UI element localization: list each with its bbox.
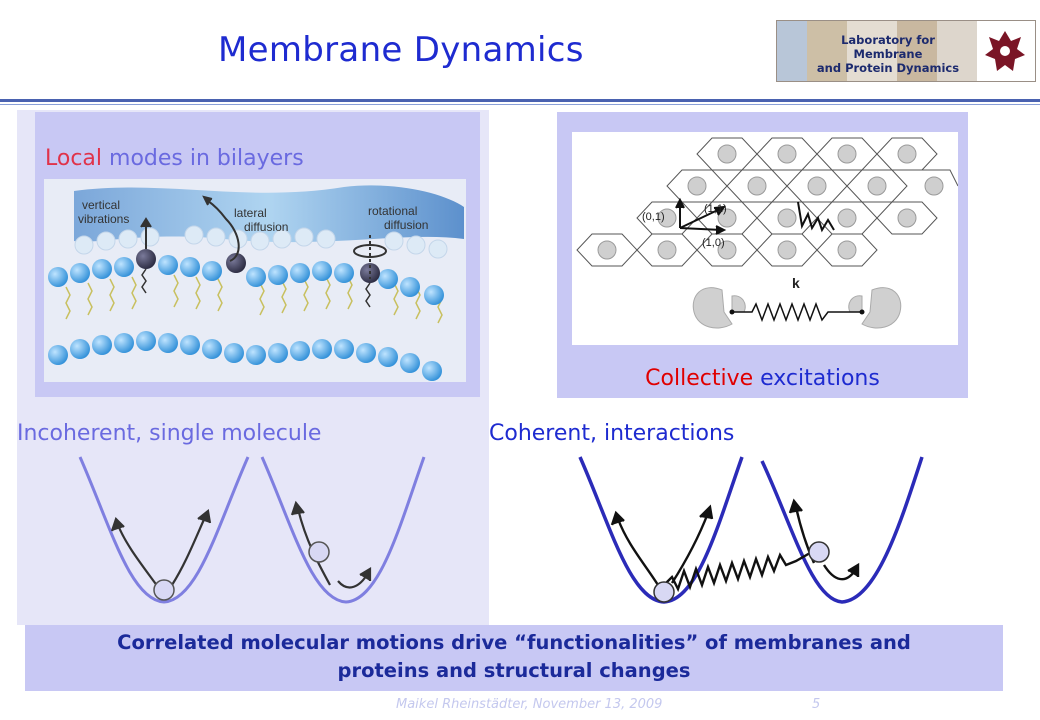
logo-line-1: Laboratory for Membrane bbox=[841, 33, 935, 61]
collective-highlight: Collective bbox=[645, 366, 754, 391]
protein-blobs bbox=[597, 144, 944, 260]
bottom-leaflet bbox=[48, 331, 442, 381]
slide-title: Membrane Dynamics bbox=[218, 30, 584, 70]
vec-10: (1,0) bbox=[702, 237, 725, 249]
label-lateral-2: diffusion bbox=[244, 220, 288, 234]
hex-lattice bbox=[576, 137, 958, 267]
collective-caption-rest: excitations bbox=[753, 366, 880, 391]
label-vertical-2: vibrations bbox=[78, 212, 129, 226]
incoherent-label: Incoherent, single molecule bbox=[17, 421, 322, 446]
page-number: 5 bbox=[812, 697, 821, 712]
spring-coupling bbox=[663, 551, 811, 593]
coupled-particle-right bbox=[808, 541, 830, 563]
label-lateral-1: lateral bbox=[234, 206, 267, 220]
well-right bbox=[260, 456, 426, 604]
lattice-vectors bbox=[675, 197, 835, 235]
summary-box: Correlated molecular motions drive “func… bbox=[25, 625, 1003, 691]
coupled-well-left bbox=[578, 456, 744, 604]
label-rotational-1: rotational bbox=[368, 204, 417, 218]
protein-pair bbox=[692, 287, 902, 329]
local-caption-rest: modes in bilayers bbox=[102, 146, 304, 171]
incoherent-wells bbox=[78, 456, 426, 604]
k-label: k bbox=[792, 275, 800, 291]
label-vertical-1: vertical bbox=[82, 198, 120, 212]
bilayer-figure: vertical vibrations lateral diffusion ro… bbox=[44, 179, 466, 382]
back-row bbox=[74, 225, 448, 259]
coupled-particle-left bbox=[653, 581, 675, 603]
lipid-tails bbox=[65, 274, 443, 324]
vec-11: (1,1) bbox=[704, 203, 727, 215]
crest-icon bbox=[985, 31, 1025, 71]
coupled-well-right bbox=[760, 456, 924, 604]
header-rule-thin bbox=[0, 104, 1040, 105]
label-rotational-2: diffusion bbox=[384, 218, 428, 232]
particle-left bbox=[153, 579, 175, 601]
lattice-figure: (0,1) (1,1) (1,0) k bbox=[572, 132, 958, 345]
coherent-wells bbox=[578, 456, 924, 604]
particle-right bbox=[308, 541, 330, 563]
lab-logo: Laboratory for Membrane and Protein Dyna… bbox=[776, 20, 1036, 82]
local-highlight: Local bbox=[45, 146, 103, 171]
coherent-label: Coherent, interactions bbox=[489, 421, 735, 446]
local-modes-caption: Local modes in bilayers bbox=[45, 146, 304, 171]
top-leaflet bbox=[48, 255, 444, 305]
footer-author: Maikel Rheinstädter, November 13, 2009 bbox=[396, 697, 663, 712]
summary-line-1: Correlated molecular motions drive “func… bbox=[117, 631, 911, 654]
summary-line-2: proteins and structural changes bbox=[337, 659, 691, 682]
well-left bbox=[78, 456, 250, 604]
motion-arrows bbox=[140, 195, 387, 279]
collective-caption: Collective excitations bbox=[557, 366, 968, 391]
logo-collage bbox=[777, 21, 1035, 81]
figure-labels: vertical vibrations lateral diffusion ro… bbox=[78, 198, 428, 234]
header-rule bbox=[0, 99, 1040, 102]
vec-01: (0,1) bbox=[642, 211, 665, 223]
logo-line-2: and Protein Dynamics bbox=[816, 61, 960, 75]
